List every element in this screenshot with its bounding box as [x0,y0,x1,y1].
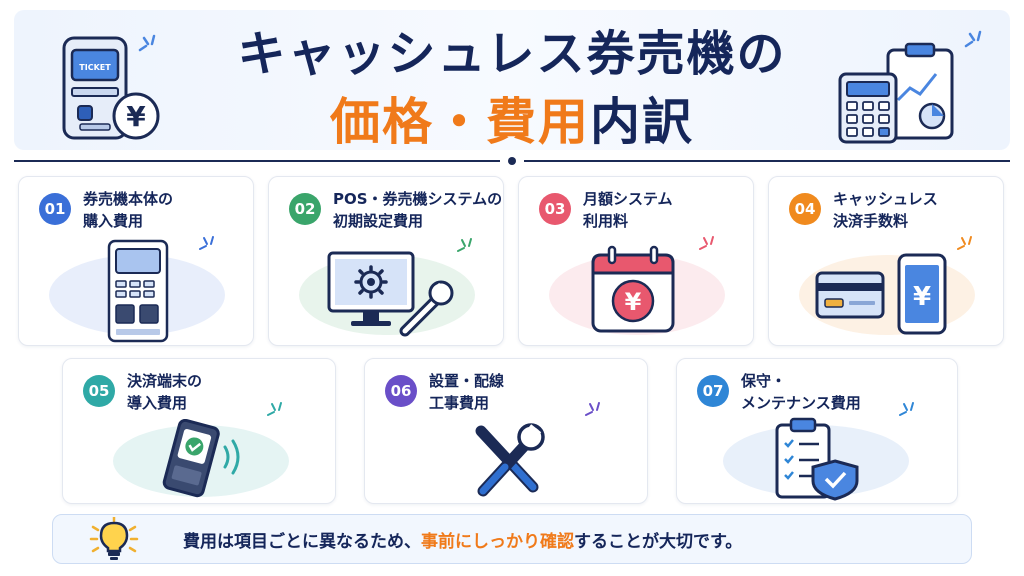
card-title: 券売機本体の 購入費用 [83,190,174,230]
sparkle-icon [957,236,972,250]
note-text-highlight: 事前にしっかり確認 [421,532,574,552]
divider-dot [508,157,516,165]
yen-symbol: ¥ [126,100,146,133]
card-number-badge: 07 [697,375,729,407]
card-title: POS・券売機システムの 初期設定費用 [333,190,503,230]
cost-card-04: 04 キャッシュレス 決済手数料 ¥ [768,176,1004,346]
card-number-badge: 01 [39,193,71,225]
cost-card-03: 03 月額システム 利用料 ¥ [518,176,754,346]
card-number-badge: 06 [385,375,417,407]
card-number-badge: 04 [789,193,821,225]
sparkle-icon [267,402,282,416]
card-title: 保守・ メンテナンス費用 [741,372,861,412]
cost-card-06: 06 設置・配線 工事費用 [364,358,648,504]
cost-card-05: 05 決済端末の 導入費用 [62,358,336,504]
yen-symbol: ¥ [913,282,931,312]
cost-card-07: 07 保守・ メンテナンス費用 [676,358,958,504]
sparkle-icon [138,34,156,52]
cost-card-01: 01 券売機本体の 購入費用 [18,176,254,346]
sparkle-icon [964,30,982,48]
calendar-yen-icon: ¥ [591,245,675,333]
note-text: 費用は項目ごとに異なるため、事前にしっかり確認することが大切です。 [183,527,742,552]
yen-symbol: ¥ [625,288,642,316]
note-banner: 費用は項目ごとに異なるため、事前にしっかり確認することが大切です。 [52,514,972,564]
note-text-after: することが大切です。 [574,532,743,552]
title-rest: 内訳 [590,93,694,151]
lightbulb-icon [89,517,139,560]
card-number-badge: 02 [289,193,321,225]
card-title: 月額システム 利用料 [583,190,673,230]
sparkle-icon [899,402,914,416]
card-phone-yen-icon: ¥ [815,253,947,335]
card-number-badge: 05 [83,375,115,407]
title-highlight: 価格・費用 [330,93,590,151]
page-title: キャッシュレス券売機の [237,26,787,82]
ticket-machine-icon: TICKET ¥ [62,36,160,140]
note-text-before: 費用は項目ごとに異なるため、 [183,532,421,552]
page-subtitle: 価格・費用内訳 [0,82,1024,154]
sparkle-icon [199,236,214,250]
clipboard-shield-icon [775,417,859,501]
divider-right [524,160,1010,162]
sparkle-icon [699,236,714,250]
tools-icon [475,423,545,497]
card-title: 決済端末の 導入費用 [127,372,203,412]
ticket-label: TICKET [79,63,111,72]
calculator-clipboard-icon [838,42,954,144]
payment-terminal-icon [162,419,240,498]
sparkle-icon [457,238,472,252]
card-title: 設置・配線 工事費用 [429,372,505,412]
card-title: キャッシュレス 決済手数料 [833,190,938,230]
divider-left [14,160,500,162]
ticket-machine-icon [107,239,169,343]
cost-card-02: 02 POS・券売機システムの 初期設定費用 [268,176,504,346]
card-number-badge: 03 [539,193,571,225]
sparkle-icon [585,402,600,416]
monitor-gear-wrench-icon [327,251,454,337]
